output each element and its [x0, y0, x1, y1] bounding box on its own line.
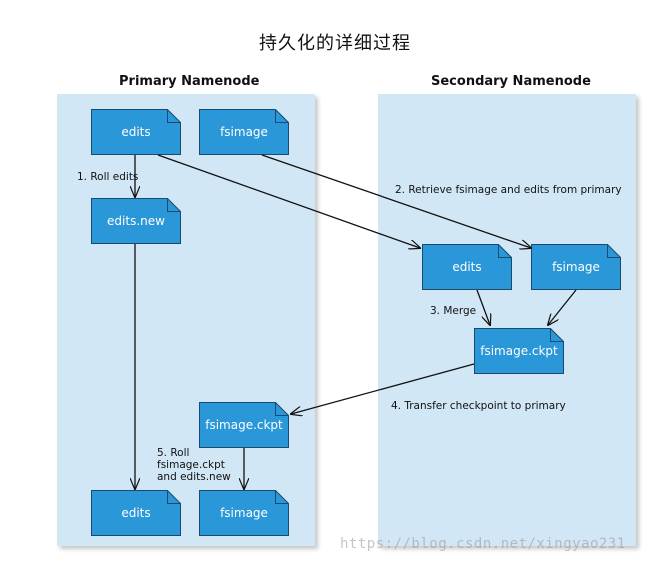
document-icon [199, 490, 289, 536]
step-5-label: 5. Roll fsimage.ckpt and edits.new [157, 447, 231, 483]
step-3-label: 3. Merge [430, 305, 477, 317]
primary-edits-doc: edits [91, 109, 181, 155]
arrow-merge-edits [476, 289, 490, 325]
step-2-label: 2. Retrieve fsimage and edits from prima… [395, 184, 622, 196]
document-icon [91, 490, 181, 536]
arrow-retrieve-edits [157, 154, 420, 248]
secondary-fsimage-ckpt-doc: fsimage.ckpt [474, 328, 564, 374]
document-icon [91, 198, 181, 244]
step-4-label: 4. Transfer checkpoint to primary [391, 400, 566, 412]
secondary-fsimage-ckpt-label: fsimage.ckpt [480, 344, 558, 358]
primary-fsimage-doc: fsimage [199, 109, 289, 155]
arrow-transfer-checkpoint [291, 363, 475, 414]
secondary-fsimage-label: fsimage [552, 260, 600, 274]
arrow-retrieve-fsimage [261, 154, 531, 248]
document-icon [422, 244, 512, 290]
secondary-edits-label: edits [452, 260, 482, 274]
primary-fsimage-ckpt-label: fsimage.ckpt [205, 418, 283, 432]
primary-edits-new-label: edits.new [107, 214, 165, 228]
arrow-merge-fsimage [548, 289, 577, 325]
step-5-line-2: fsimage.ckpt [157, 459, 225, 471]
primary-fsimage-ckpt-doc: fsimage.ckpt [199, 402, 289, 448]
primary-final-edits-label: edits [121, 506, 151, 520]
primary-edits-new-doc: edits.new [91, 198, 181, 244]
secondary-edits-doc: edits [422, 244, 512, 290]
page-title: 持久化的详细过程 [259, 33, 411, 54]
primary-edits-label: edits [121, 125, 151, 139]
document-icon [531, 244, 621, 290]
step-1-label: 1. Roll edits [77, 171, 139, 183]
secondary-fsimage-doc: fsimage [531, 244, 621, 290]
primary-final-edits-doc: edits [91, 490, 181, 536]
secondary-namenode-header: Secondary Namenode [431, 74, 591, 89]
document-icon [474, 328, 564, 374]
primary-final-fsimage-label: fsimage [220, 506, 268, 520]
step-5-line-1: 5. Roll [157, 447, 190, 459]
document-icon [199, 402, 289, 448]
primary-fsimage-label: fsimage [220, 125, 268, 139]
watermark: https://blog.csdn.net/xingyao231 [340, 536, 626, 552]
step-5-line-3: and edits.new [157, 471, 231, 483]
primary-namenode-panel [57, 94, 315, 546]
primary-final-fsimage-doc: fsimage [199, 490, 289, 536]
primary-namenode-header: Primary Namenode [119, 74, 260, 89]
document-icon [91, 109, 181, 155]
secondary-namenode-panel [378, 94, 636, 546]
document-icon [199, 109, 289, 155]
